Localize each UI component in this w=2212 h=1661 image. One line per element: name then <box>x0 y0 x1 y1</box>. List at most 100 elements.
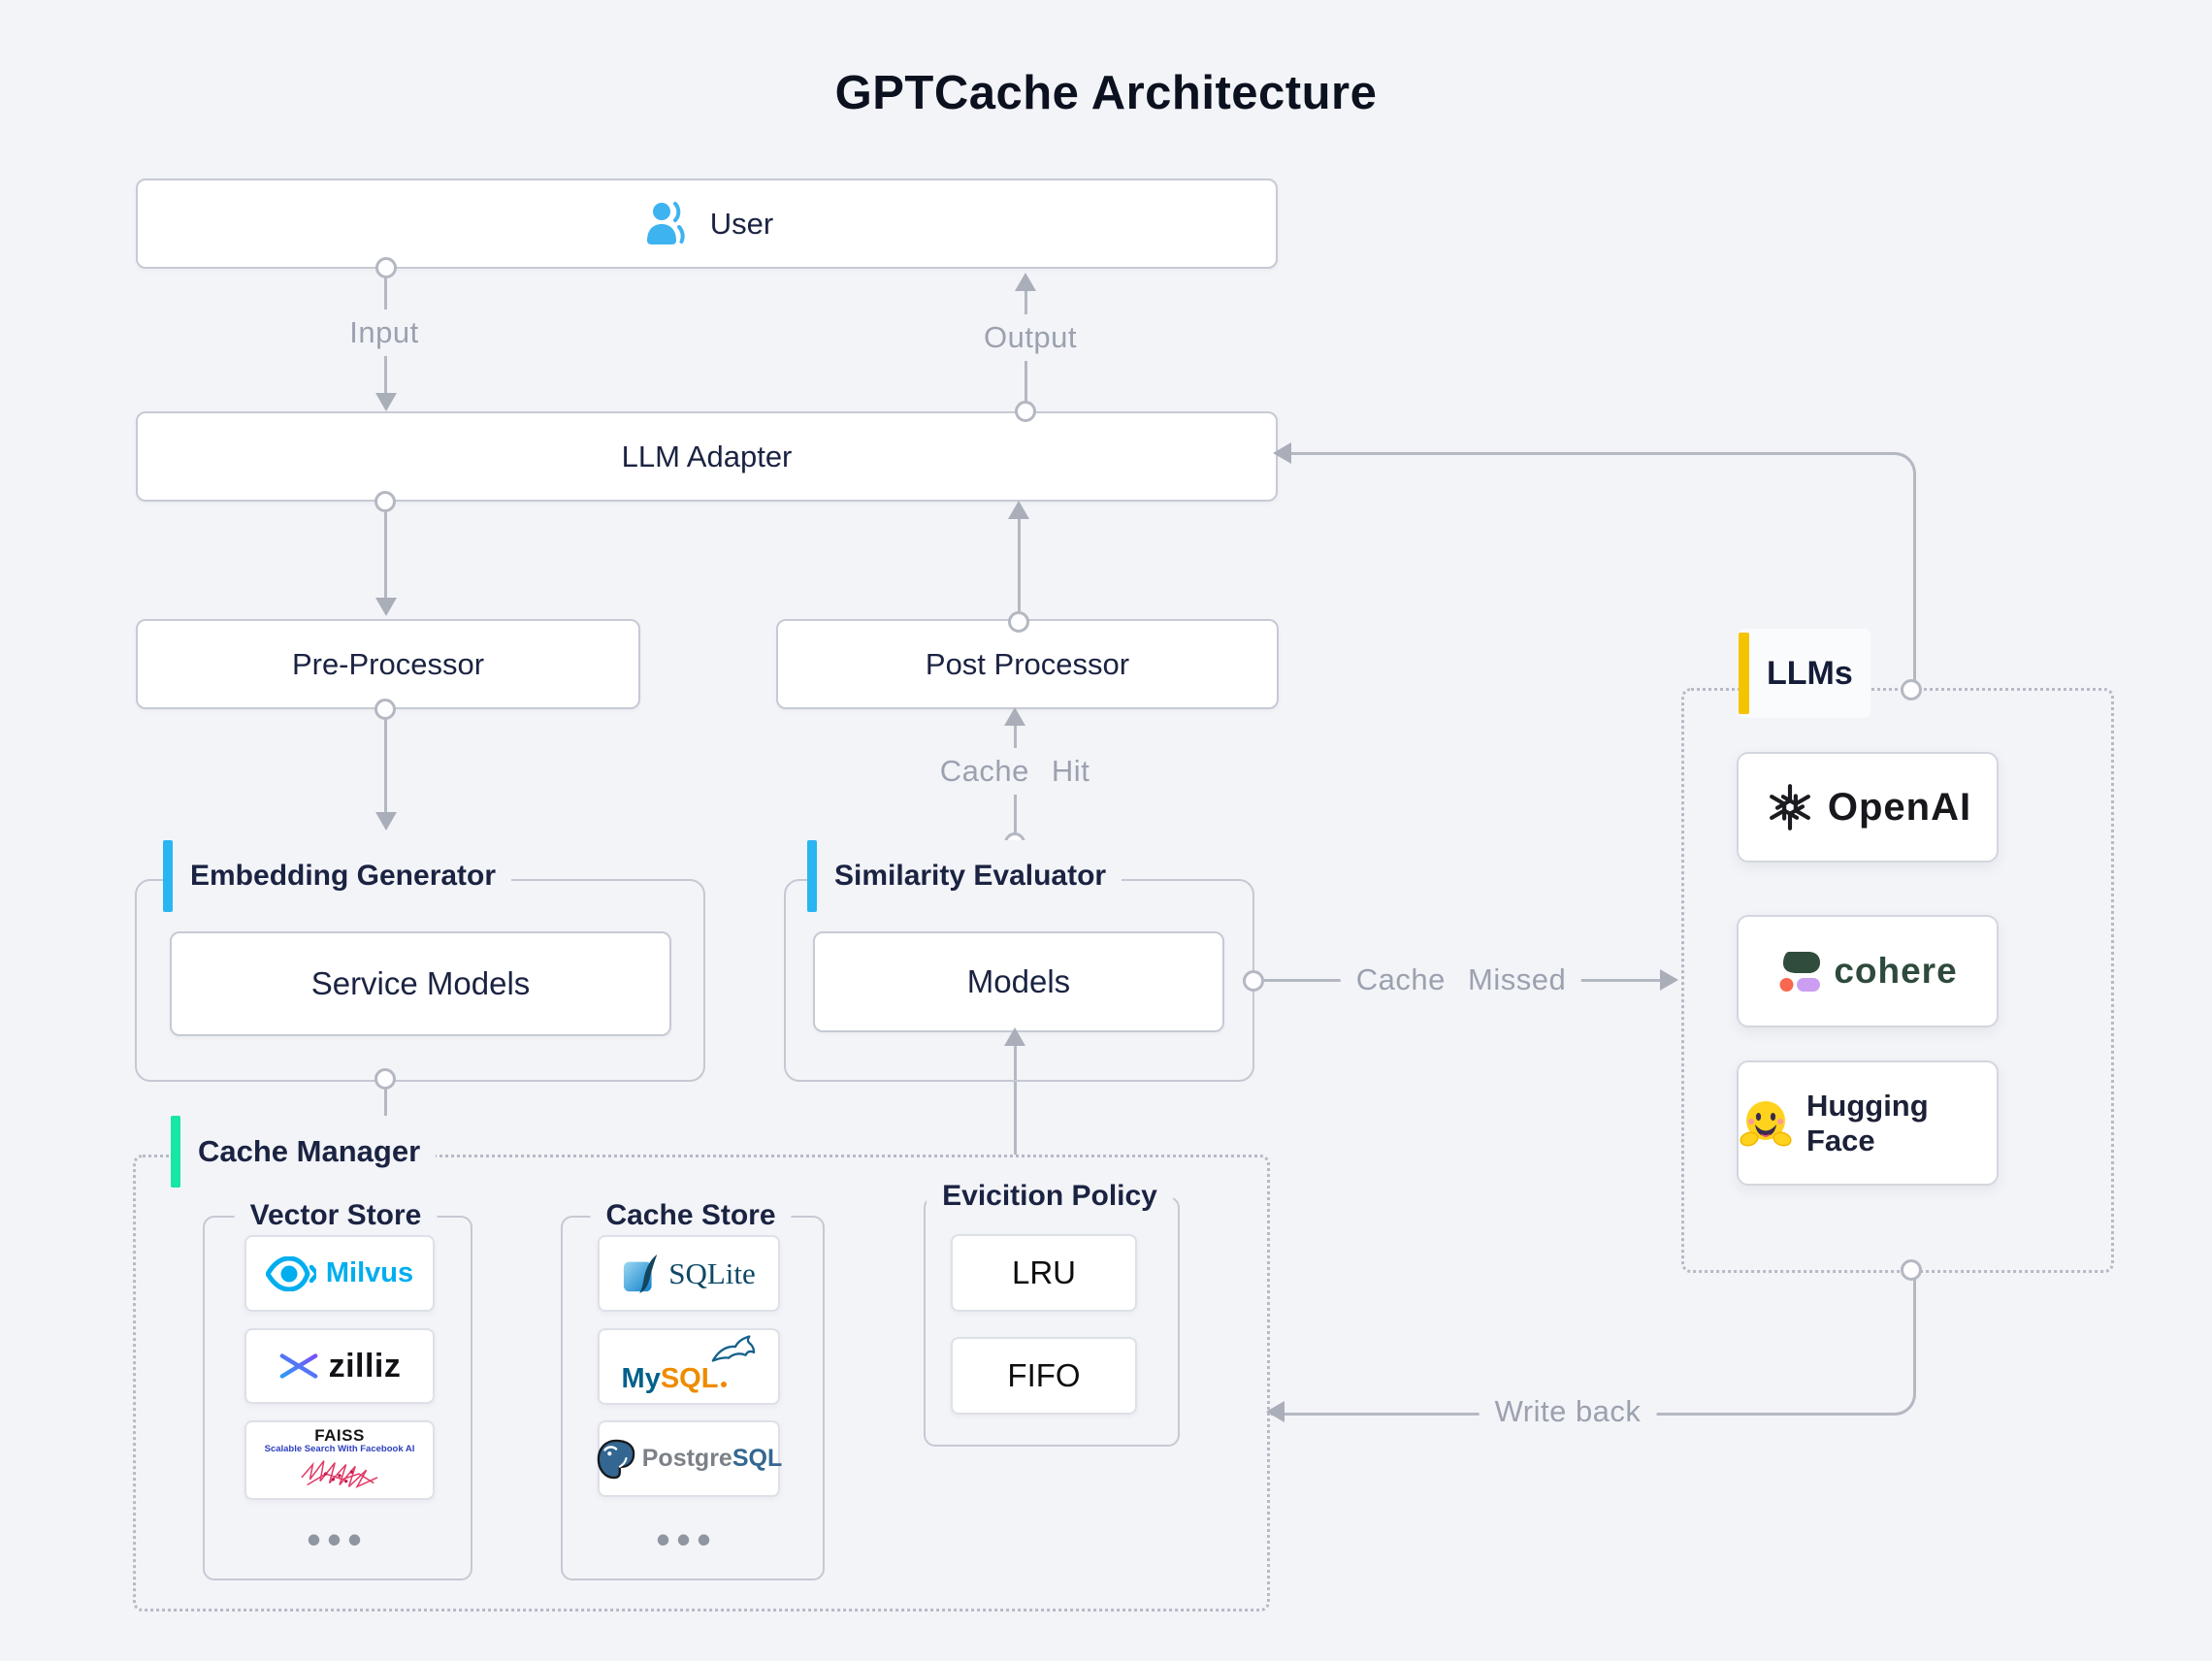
llm-adapter-label: LLM Adapter <box>621 439 793 473</box>
models-label: Models <box>966 963 1071 999</box>
lru-label: LRU <box>1011 1254 1077 1290</box>
pre-processor-node: Pre-Processor <box>136 619 640 709</box>
service-models-label: Service Models <box>310 965 531 1001</box>
connector-dot-post-top <box>1008 611 1029 633</box>
connector-dot-user-bottom <box>375 257 397 278</box>
pre-to-embedding-line <box>384 714 387 813</box>
vector-store-label: Vector Store <box>234 1197 438 1234</box>
pre-processor-label: Pre-Processor <box>291 646 485 681</box>
zilliz-icon <box>278 1343 319 1389</box>
faiss-network-icon <box>296 1455 383 1494</box>
connector-dot-llms-top <box>1901 679 1922 700</box>
sqlite-icon <box>622 1253 665 1295</box>
connector-dot-embedding-bottom <box>374 1068 396 1090</box>
mysql-trademark-dot <box>721 1382 728 1387</box>
mysql-label-sql: SQL <box>660 1363 719 1394</box>
input-edge-label: Input <box>334 309 435 356</box>
mysql-wordmark: MySQL <box>600 1363 749 1395</box>
faiss-title: FAISS <box>314 1425 365 1445</box>
lru-node: LRU <box>951 1234 1137 1312</box>
input-arrowhead <box>375 393 397 411</box>
cohere-card: cohere <box>1737 915 1999 1027</box>
write-back-edge-label: Write back <box>1479 1388 1657 1435</box>
hugging-face-icon <box>1739 1096 1793 1151</box>
connector-dot-llms-bottom <box>1901 1259 1922 1281</box>
pre-to-embedding-arrowhead <box>375 812 397 830</box>
embedding-generator-label-row: Embedding Generator <box>163 840 512 912</box>
faiss-subtitle: Scalable Search With Facebook AI <box>264 1444 415 1455</box>
adapter-to-pre-arrowhead <box>375 598 397 616</box>
llms-to-adapter-arrowhead <box>1273 442 1291 464</box>
fifo-label: FIFO <box>1007 1357 1081 1393</box>
openai-label: OpenAI <box>1827 785 1972 829</box>
cohere-icon <box>1777 949 1822 993</box>
mysql-dolphin-icon <box>710 1334 757 1363</box>
llms-group <box>1681 688 2114 1273</box>
cachemanager-to-models-line <box>1014 1046 1017 1155</box>
cache-manager-label: Cache Manager <box>198 1134 421 1168</box>
postgresql-label-sql: SQL <box>732 1445 783 1472</box>
postgresql-label-postgre: Postgre <box>641 1445 732 1472</box>
models-node: Models <box>813 931 1224 1032</box>
connector-dot-pre-bottom <box>374 699 396 720</box>
post-processor-node: Post Processor <box>776 619 1279 709</box>
cache-manager-label-row: Cache Manager <box>171 1116 437 1188</box>
output-arrowhead <box>1015 273 1036 291</box>
sqlite-label: SQLite <box>668 1255 756 1290</box>
post-to-adapter-arrowhead <box>1008 501 1029 519</box>
adapter-to-pre-line <box>384 502 387 599</box>
cache-store-ellipsis: ••• <box>656 1518 718 1562</box>
eviction-policy-label: Evicition Policy <box>927 1178 1173 1215</box>
similarity-evaluator-label: Similarity Evaluator <box>834 860 1107 892</box>
hugging-face-label: Hugging Face <box>1806 1088 1929 1157</box>
cohere-label: cohere <box>1834 951 1958 991</box>
vector-store-ellipsis: ••• <box>307 1518 369 1562</box>
openai-card: OpenAI <box>1737 752 1999 863</box>
cache-hit-edge-label: Cache Hit <box>924 748 1106 795</box>
post-processor-label: Post Processor <box>925 646 1130 681</box>
cache-missed-arrowhead <box>1660 969 1678 991</box>
milvus-icon <box>265 1255 316 1291</box>
page-title: GPTCache Architecture <box>834 67 1378 119</box>
cache-manager-accent-bar <box>171 1116 180 1188</box>
zilliz-card: zilliz <box>244 1328 435 1404</box>
cache-hit-arrowhead <box>1004 707 1025 726</box>
cachemanager-to-models-arrowhead <box>1004 1027 1025 1046</box>
llms-label: LLMs <box>1767 654 1853 692</box>
connector-dot-similarity-right <box>1243 970 1264 992</box>
cache-store-label: Cache Store <box>590 1197 792 1234</box>
sqlite-card: SQLite <box>598 1235 780 1312</box>
similarity-evaluator-label-row: Similarity Evaluator <box>807 840 1122 912</box>
postgresql-card: PostgreSQL <box>596 1420 783 1497</box>
service-models-node: Service Models <box>170 931 671 1036</box>
cache-manager-group <box>133 1155 1270 1612</box>
hugging-face-card: Hugging Face <box>1737 1060 1999 1186</box>
user-node: User <box>136 179 1278 269</box>
postgresql-elephant-icon <box>596 1439 636 1480</box>
faiss-logo: FAISS Scalable Search With Facebook AI <box>264 1425 415 1494</box>
user-label: User <box>709 206 774 241</box>
user-icon <box>640 198 693 250</box>
connector-dot-adapter-bottom <box>374 491 396 512</box>
post-to-adapter-line <box>1018 519 1021 622</box>
embedding-generator-label: Embedding Generator <box>190 860 497 892</box>
write-back-arrowhead <box>1266 1401 1285 1422</box>
embedding-generator-accent-bar <box>163 840 173 912</box>
output-edge-label: Output <box>967 314 1093 361</box>
postgresql-wordmark: PostgreSQL <box>642 1445 783 1473</box>
mysql-label-my: My <box>621 1363 661 1394</box>
fifo-node: FIFO <box>951 1337 1137 1415</box>
cache-missed-edge-label: Cache Missed <box>1340 957 1582 1003</box>
openai-icon <box>1764 781 1816 833</box>
mysql-card: MySQL <box>598 1328 780 1405</box>
milvus-card: Milvus <box>244 1235 435 1312</box>
llms-accent-bar <box>1739 633 1749 714</box>
llms-to-adapter-line <box>1279 452 1916 693</box>
faiss-card: FAISS Scalable Search With Facebook AI <box>244 1420 435 1500</box>
llm-adapter-node: LLM Adapter <box>136 411 1278 502</box>
milvus-label: Milvus <box>325 1257 414 1288</box>
zilliz-label: zilliz <box>328 1347 402 1384</box>
similarity-evaluator-accent-bar <box>807 840 817 912</box>
connector-dot-adapter-top <box>1015 401 1036 422</box>
